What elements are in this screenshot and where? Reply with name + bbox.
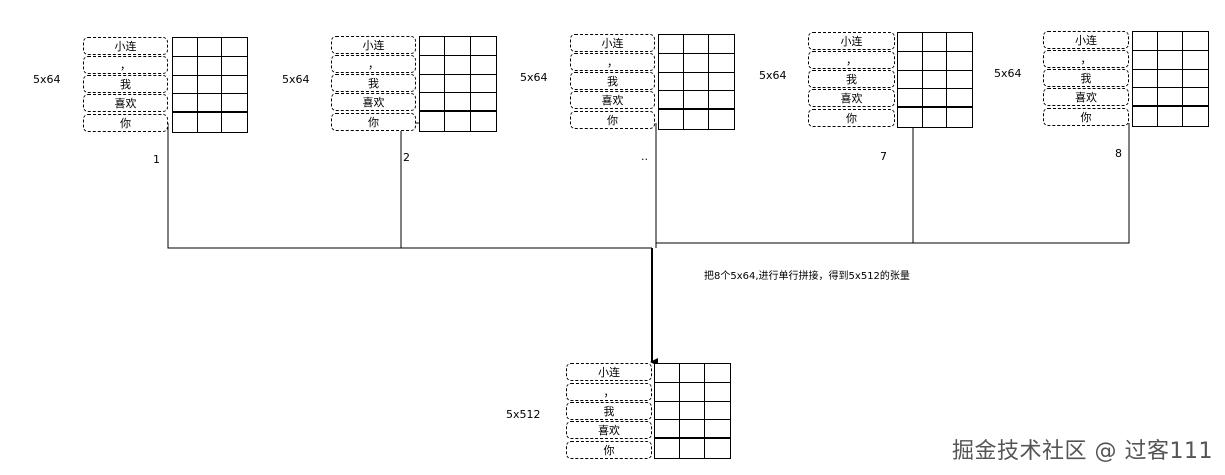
embedding-grid-2: [419, 36, 497, 132]
block-number-2: 2: [403, 151, 410, 164]
token-box: 你: [566, 441, 652, 459]
token-box: 小连: [331, 36, 416, 54]
token-box: 喜欢: [1043, 88, 1129, 106]
connector-7: [656, 122, 914, 244]
block-number-1: 1: [153, 153, 160, 166]
result-embedding-grid: [654, 363, 731, 459]
connector-8: [656, 123, 1130, 244]
token-box: 我: [808, 70, 895, 88]
token-box: 我: [83, 75, 168, 93]
dim-label-7: 5x64: [759, 69, 787, 82]
token-box: 喜欢: [808, 89, 895, 107]
token-box: 小连: [808, 32, 895, 50]
token-box: 小连: [570, 34, 655, 52]
token-box: ，: [808, 51, 895, 69]
embedding-grid-1: [172, 37, 248, 133]
token-box: 喜欢: [570, 91, 655, 109]
token-box: 我: [1043, 69, 1129, 87]
block-number-8: 8: [1115, 147, 1122, 160]
connector-2: [400, 122, 652, 249]
token-box: ，: [331, 55, 416, 73]
token-box: 你: [1043, 108, 1129, 126]
dim-label-2: 5x64: [282, 73, 310, 86]
block-number-3: ..: [641, 150, 648, 163]
dim-label-3: 5x64: [520, 71, 548, 84]
token-box: 小连: [566, 363, 652, 381]
token-box: 你: [570, 111, 655, 129]
dim-label-1: 5x64: [33, 73, 61, 86]
token-box: 喜欢: [83, 94, 168, 112]
token-box: 你: [83, 114, 168, 132]
token-box: ，: [1043, 50, 1129, 68]
token-box: 我: [570, 72, 655, 90]
connector-1: [167, 123, 652, 249]
embedding-grid-8: [1132, 31, 1209, 127]
token-box: 我: [331, 74, 416, 92]
token-box: ，: [566, 383, 652, 401]
embedding-grid-3: [658, 34, 735, 130]
dim-label-8: 5x64: [994, 67, 1022, 80]
token-box: 你: [331, 113, 416, 131]
concat-annotation: 把8个5x64,进行单行拼接，得到5x512的张量: [704, 271, 910, 282]
token-box: 你: [808, 109, 895, 127]
token-box: 喜欢: [331, 93, 416, 111]
block-number-7: 7: [880, 150, 887, 163]
token-box: 我: [566, 402, 652, 420]
watermark: 掘金技术社区 @ 过客111: [952, 439, 1213, 464]
result-dim-label: 5x512: [506, 408, 541, 421]
token-box: ，: [83, 56, 168, 74]
embedding-grid-7: [897, 32, 973, 128]
token-box: ，: [570, 53, 655, 71]
token-box: 喜欢: [566, 421, 652, 439]
token-box: 小连: [83, 37, 168, 55]
token-box: 小连: [1043, 31, 1129, 49]
